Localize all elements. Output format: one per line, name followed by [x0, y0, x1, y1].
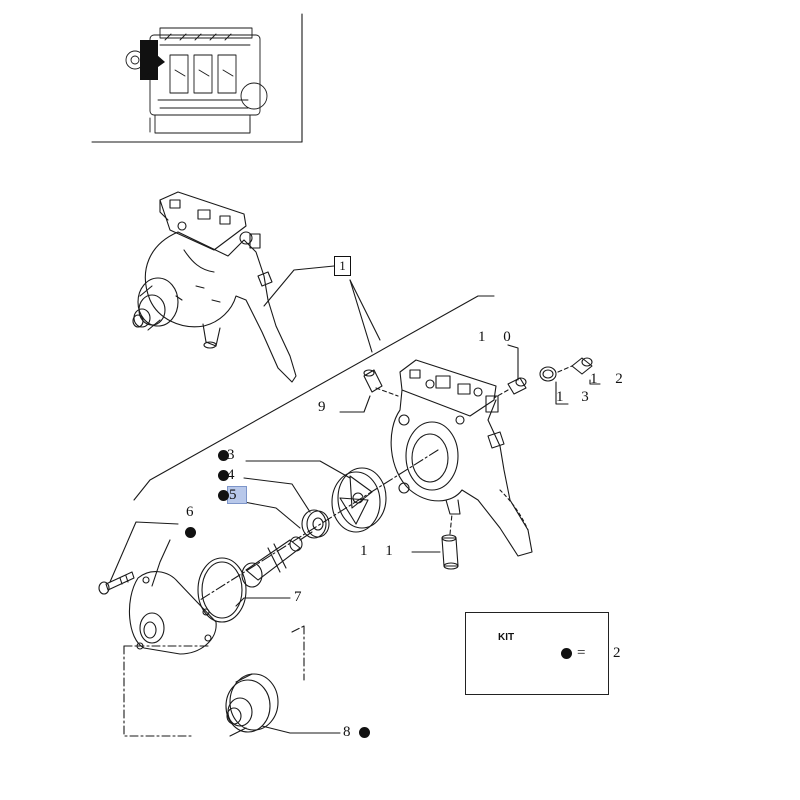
ref-box-1: 1	[334, 256, 351, 276]
callout-4: 4	[227, 467, 235, 483]
pipe-item-11	[441, 513, 459, 570]
callout-3: 3	[227, 447, 235, 463]
fitting-item-10	[493, 377, 527, 399]
kit-number: 2	[613, 645, 621, 661]
ref-1-label: 1	[339, 258, 346, 273]
seal-ring	[301, 509, 330, 539]
fitting-item-9	[363, 369, 399, 397]
kit-legend-dot	[561, 648, 572, 659]
pulley	[225, 673, 279, 737]
pump-housing	[390, 359, 533, 557]
callout-6: 6	[186, 504, 194, 520]
kit-label: KIT	[498, 632, 515, 643]
kit-marker-dot-6	[185, 527, 196, 538]
callout-13: 1 3	[556, 389, 596, 405]
o-ring	[197, 557, 247, 623]
kit-marker-dot-5	[218, 490, 229, 501]
locator-inset-frame	[91, 13, 303, 143]
kit-marker-dot-4	[218, 470, 229, 481]
clamp-item-13	[539, 366, 557, 382]
kit-equals: =	[577, 645, 586, 661]
kit-legend-box	[465, 612, 609, 695]
callout-leaders	[109, 344, 601, 734]
exploded-axis	[199, 449, 439, 601]
callout-8: 8	[343, 724, 351, 740]
impeller	[331, 467, 387, 533]
bearing-shaft	[241, 531, 313, 588]
hose-item-12	[557, 357, 593, 375]
callout-11: 1 1	[360, 543, 400, 559]
pump-cover	[128, 571, 217, 655]
assembly-bracket-dashed	[123, 625, 305, 737]
engine-locator-icon	[125, 27, 268, 134]
callout-10: 1 0	[478, 329, 518, 345]
bolt	[98, 571, 135, 595]
callout-12: 1 2	[590, 371, 630, 387]
section-divider-line	[133, 295, 495, 501]
kit-marker-dot-8	[359, 727, 370, 738]
callout-7: 7	[294, 589, 302, 605]
kit-marker-dot-3	[218, 450, 229, 461]
water-pump-assembly	[132, 191, 297, 383]
ref-1-leader-lines	[263, 265, 381, 353]
callout-5: 5	[229, 487, 237, 503]
callout-9: 9	[318, 399, 326, 415]
